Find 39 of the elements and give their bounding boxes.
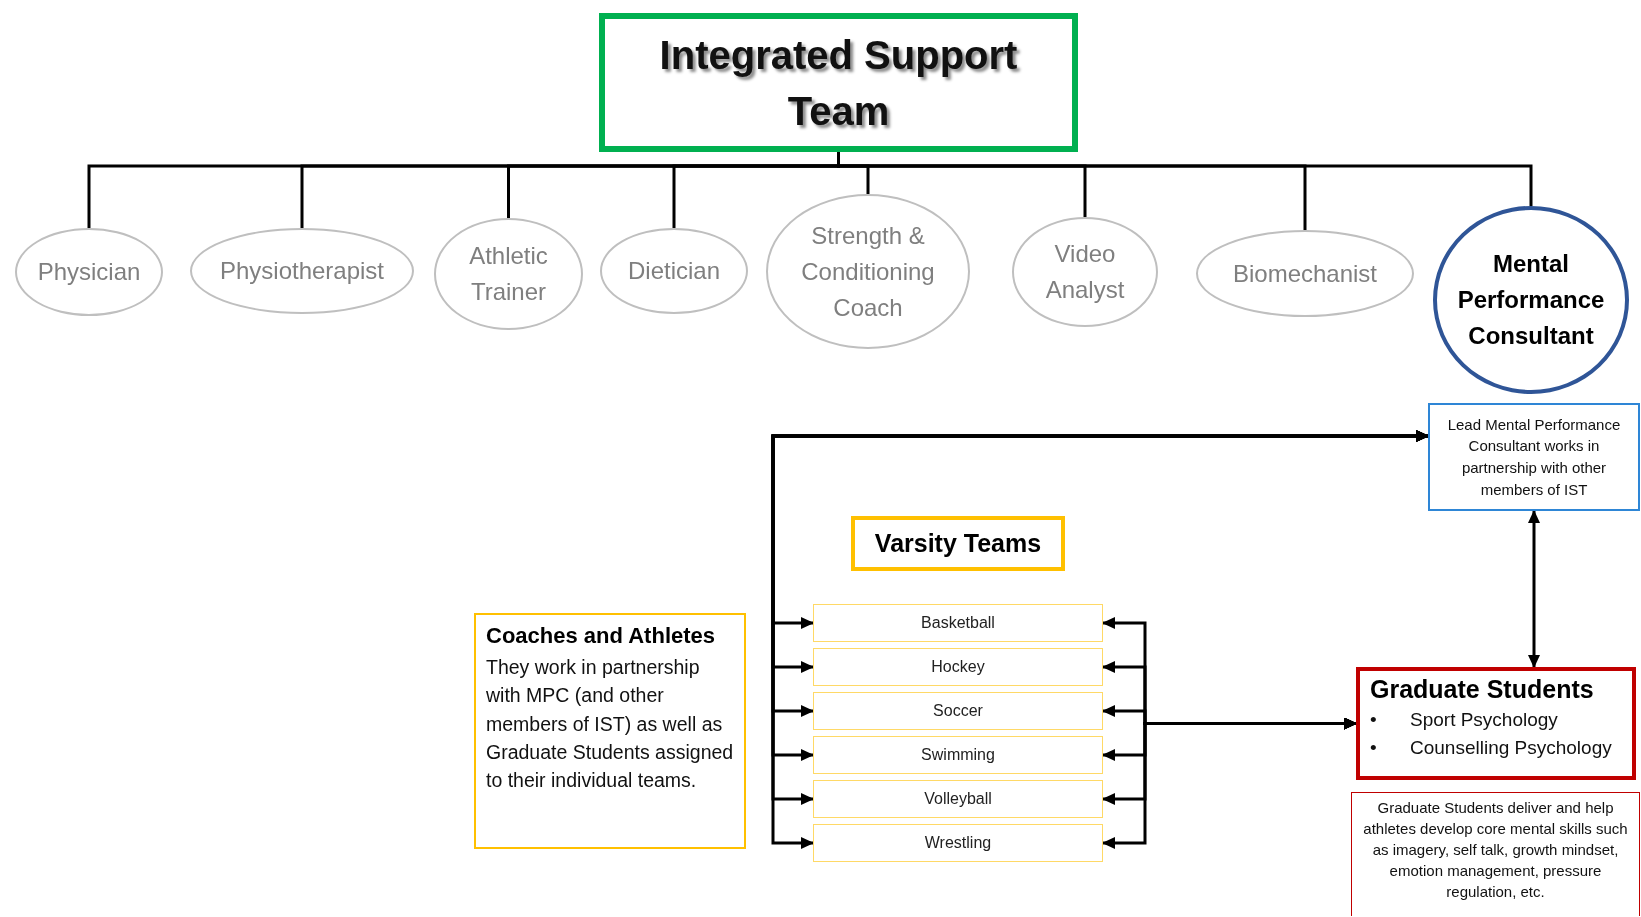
team-label: Swimming — [921, 746, 995, 764]
group-heading: Graduate Students — [1370, 675, 1595, 704]
team-box — [813, 692, 1103, 730]
group-box — [1356, 667, 1636, 780]
team-box — [813, 824, 1103, 862]
arrow — [1528, 510, 1540, 668]
list-item: Counselling Psychology — [1410, 735, 1613, 760]
note-text: Graduate Students deliver and help athletes develop core mental skills such as imagery, self talk, growth mindset, emotion management, pressure regulation, etc. — [1362, 798, 1629, 902]
team-label: Wrestling — [924, 834, 992, 852]
role-label: Physician — [36, 257, 142, 287]
role-label: Dietician — [626, 256, 721, 286]
team-label: Hockey — [931, 658, 985, 676]
info-box — [474, 613, 746, 849]
title-box — [599, 13, 1078, 152]
title-text: Integrated Support Team — [658, 31, 1019, 135]
info-paragraph: They work in partnership with MPC (and other members of IST) as well as Graduate Students assigned to their individual teams. — [486, 655, 734, 794]
note-box — [1351, 792, 1640, 916]
list-item: Sport Psychology — [1410, 708, 1559, 732]
team-label: Soccer — [933, 702, 983, 720]
team-box — [813, 604, 1103, 642]
team-box — [813, 648, 1103, 686]
role-label: Strength & Conditioning Coach — [800, 220, 936, 323]
heading-box — [851, 516, 1065, 571]
role-label: Video Analyst — [1044, 239, 1126, 305]
team-box — [813, 780, 1103, 818]
role-label: Mental Performance Consultant — [1456, 249, 1606, 351]
team-label: Volleyball — [924, 790, 992, 808]
role-label: Athletic Trainer — [468, 241, 549, 307]
info-heading: Coaches and Athletes — [486, 623, 717, 649]
team-label: Basketball — [921, 614, 995, 632]
role-label: Physiotherapist — [218, 256, 386, 286]
heading-text: Varsity Teams — [874, 529, 1042, 558]
team-box — [813, 736, 1103, 774]
note-box — [1428, 403, 1640, 511]
bullet: • — [1370, 708, 1378, 732]
note-text: Lead Mental Performance Consultant works in partnership with other members of IST — [1446, 414, 1622, 500]
bullet: • — [1370, 735, 1378, 760]
role-label: Biomechanist — [1231, 258, 1379, 289]
arrow — [1102, 717, 1357, 849]
